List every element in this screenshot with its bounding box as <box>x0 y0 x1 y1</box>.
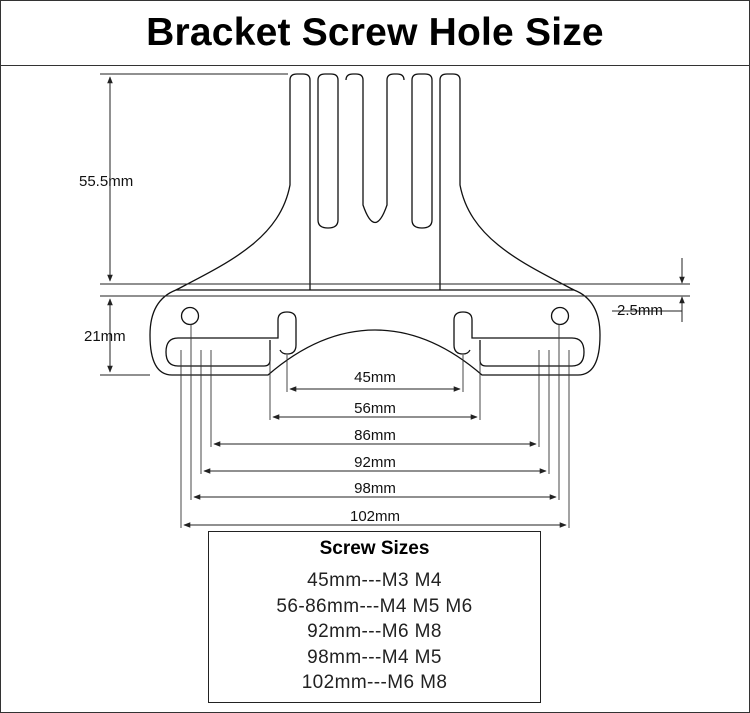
width-label-86: 86mm <box>354 427 396 444</box>
screw-size-row: 102mm---M6 M8 <box>301 672 448 693</box>
width-label-98: 98mm <box>354 480 396 497</box>
title-bar: Bracket Screw Hole Size <box>1 1 749 66</box>
thickness-label: 2.5mm <box>617 302 663 319</box>
width-label-45: 45mm <box>354 369 396 386</box>
bracket-outline <box>149 73 601 376</box>
page-title: Bracket Screw Hole Size <box>146 11 604 54</box>
height-plate-label: 21mm <box>84 328 126 345</box>
screw-sizes-list: 45mm---M3 M4 56-86mm---M4 M5 M6 92mm---M… <box>209 568 540 696</box>
screw-size-row: 92mm---M6 M8 <box>307 621 442 642</box>
height-main-label: 55.5mm <box>79 173 133 190</box>
vertical-dimensions <box>107 76 685 373</box>
screw-size-row: 98mm---M4 M5 <box>307 646 442 668</box>
extension-lines <box>180 324 570 528</box>
reference-lines <box>100 73 690 376</box>
screw-sizes-title: Screw Sizes <box>319 538 430 559</box>
screw-size-row: 56-86mm---M4 M5 M6 <box>276 595 473 617</box>
width-label-56: 56mm <box>354 400 396 417</box>
width-label-92: 92mm <box>354 454 396 471</box>
screw-sizes-box: Screw Sizes 45mm---M3 M4 56-86mm---M4 M5… <box>208 531 541 703</box>
screw-size-row: 45mm---M3 M4 <box>307 570 442 591</box>
width-dimensions <box>183 386 567 528</box>
width-label-102: 102mm <box>350 508 400 525</box>
